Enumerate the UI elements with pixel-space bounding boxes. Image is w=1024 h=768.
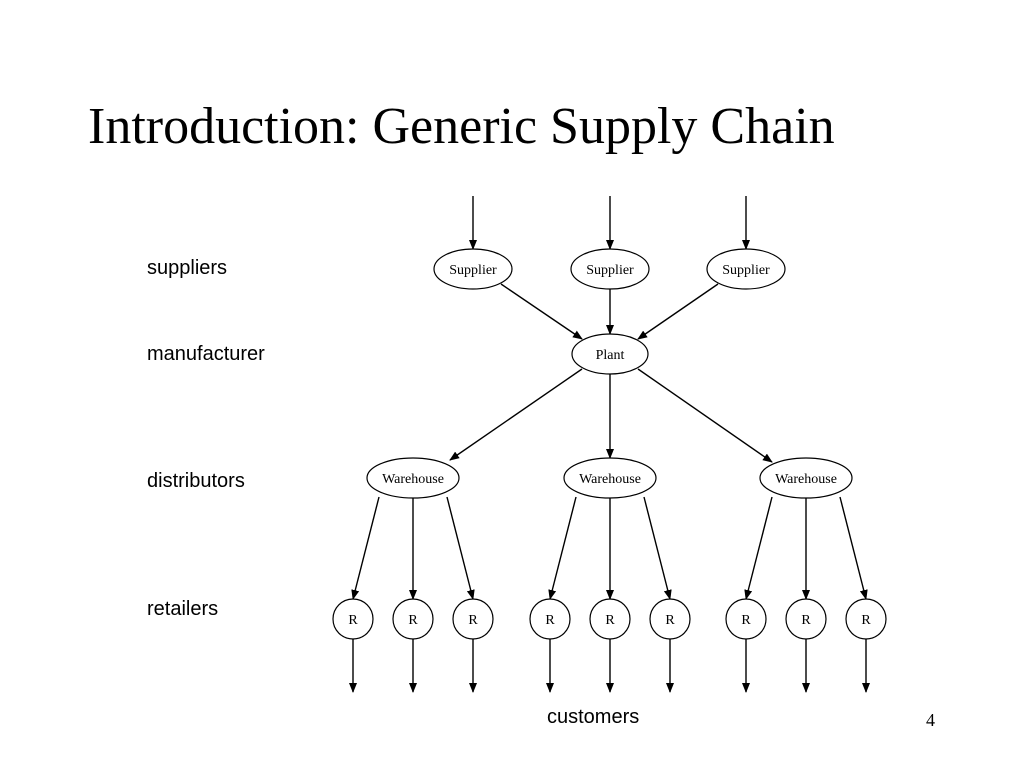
retailer-node-3-1-label: R <box>741 613 751 628</box>
plant-to-warehouse-arrow-1 <box>449 368 583 461</box>
tier-label-manufacturer: manufacturer <box>147 343 265 365</box>
retailer-node-1-2-label: R <box>408 613 418 628</box>
supplier-to-plant-arrow-1 <box>500 283 583 340</box>
supplier-node-1-label: Supplier <box>449 263 497 278</box>
supplier-node-3-shape <box>706 248 786 290</box>
warehouse-node-1-label: Warehouse <box>382 472 444 487</box>
warehouse-1-to-retailer-3-arrow <box>446 496 475 600</box>
retailer-node-1-2: R <box>392 598 434 640</box>
warehouse-node-1: Warehouse <box>366 457 460 499</box>
plant-node: Plant <box>571 333 649 375</box>
plant-node-label: Plant <box>596 348 625 363</box>
warehouse-2-to-retailer-3-arrow <box>643 496 672 600</box>
warehouse-node-3-label: Warehouse <box>775 472 837 487</box>
retailer-node-2-2-shape <box>589 598 631 640</box>
supplier-node-1: Supplier <box>433 248 513 290</box>
warehouse-node-3-shape <box>759 457 853 499</box>
retailer-node-2-2-label: R <box>605 613 615 628</box>
supplier-node-2: Supplier <box>570 248 650 290</box>
warehouse-node-2: Warehouse <box>563 457 657 499</box>
retailer-node-1-2-shape <box>392 598 434 640</box>
retailer-node-1-1-shape <box>332 598 374 640</box>
supplier-node-2-label: Supplier <box>586 263 634 278</box>
retailer-node-2-1-shape <box>529 598 571 640</box>
retailer-node-3-2-shape <box>785 598 827 640</box>
retailer-node-3-3: R <box>845 598 887 640</box>
plant-to-warehouse-arrow-3 <box>637 368 773 463</box>
retailer-node-2-3-label: R <box>665 613 675 628</box>
tier-label-distributors: distributors <box>147 470 245 492</box>
warehouse-node-3: Warehouse <box>759 457 853 499</box>
retailer-node-2-2: R <box>589 598 631 640</box>
page-number: 4 <box>926 710 935 730</box>
supplier-node-2-shape <box>570 248 650 290</box>
retailer-node-3-2: R <box>785 598 827 640</box>
retailer-node-2-1: R <box>529 598 571 640</box>
diagram-edges <box>349 196 870 693</box>
retailer-node-1-1: R <box>332 598 374 640</box>
retailer-node-3-1-shape <box>725 598 767 640</box>
retailer-node-3-3-label: R <box>861 613 871 628</box>
warehouse-2-to-retailer-1-arrow <box>548 496 577 600</box>
tier-label-retailers: retailers <box>147 598 219 620</box>
retailer-node-1-1-label: R <box>348 613 358 628</box>
retailer-node-2-3-shape <box>649 598 691 640</box>
retailer-node-1-3-label: R <box>468 613 478 628</box>
retailer-node-3-2-label: R <box>801 613 811 628</box>
supplier-node-3-label: Supplier <box>722 263 770 278</box>
retailer-node-2-1-label: R <box>545 613 555 628</box>
retailer-node-2-3: R <box>649 598 691 640</box>
plant-node-shape <box>571 333 649 375</box>
tier-label-customers: customers <box>547 706 640 728</box>
warehouse-1-to-retailer-1-arrow <box>351 496 380 600</box>
warehouse-3-to-retailer-3-arrow <box>839 496 868 600</box>
warehouse-node-2-label: Warehouse <box>579 472 641 487</box>
warehouse-3-to-retailer-1-arrow <box>744 496 773 600</box>
supplier-node-3: Supplier <box>706 248 786 290</box>
tier-label-suppliers: suppliers <box>147 257 228 279</box>
slide-title: Introduction: Generic Supply Chain <box>88 98 835 155</box>
retailer-node-1-3: R <box>452 598 494 640</box>
supplier-to-plant-arrow-3 <box>637 283 719 340</box>
warehouse-node-1-shape <box>366 457 460 499</box>
retailer-node-1-3-shape <box>452 598 494 640</box>
retailer-node-3-1: R <box>725 598 767 640</box>
supplier-node-1-shape <box>433 248 513 290</box>
warehouse-node-2-shape <box>563 457 657 499</box>
retailer-node-3-3-shape <box>845 598 887 640</box>
